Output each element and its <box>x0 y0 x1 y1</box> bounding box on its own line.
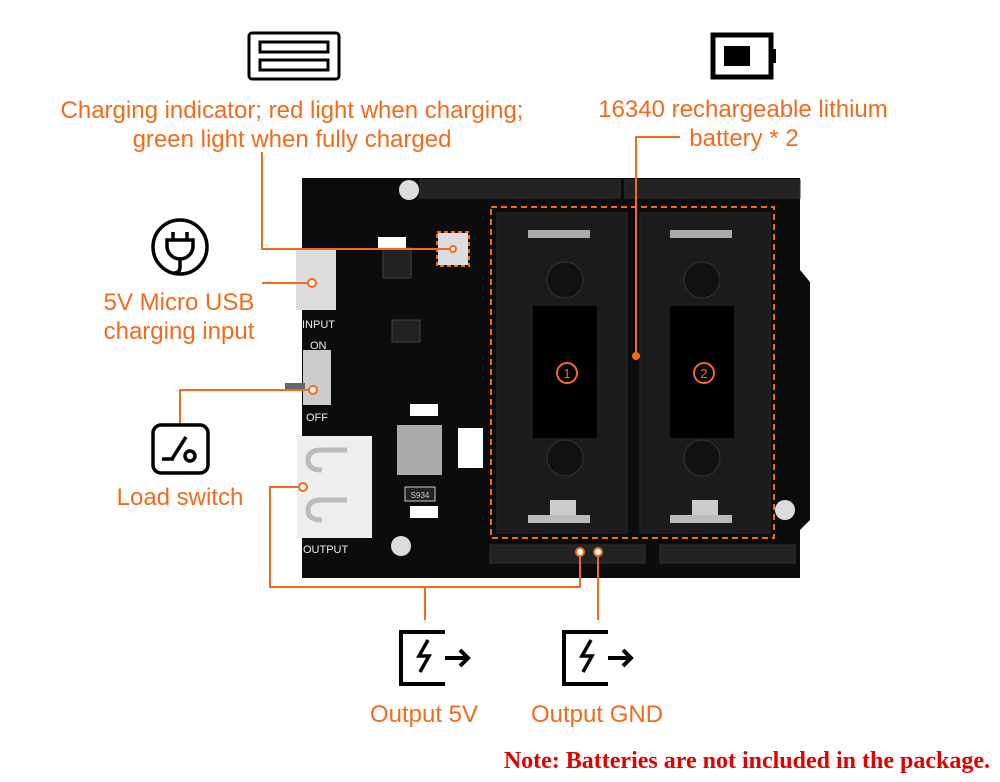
battery-label: 16340 rechargeable lithium battery * 2 <box>598 95 888 153</box>
battery-highlight-box <box>490 206 775 539</box>
charging-indicator-label: Charging indicator; red light when charg… <box>61 96 524 154</box>
battery-holder-1 <box>496 212 628 534</box>
battery-line2: battery * 2 <box>689 125 799 152</box>
silk-input: INPUT <box>302 319 335 331</box>
plug-icon <box>151 218 209 276</box>
battery-holder-2 <box>639 212 771 534</box>
silk-off: OFF <box>306 412 328 424</box>
battery-line1: 16340 rechargeable lithium <box>598 96 888 123</box>
load-switch-label: Load switch <box>116 484 244 511</box>
slot-2-number: 2 <box>700 366 707 381</box>
slot-1-number: 1 <box>563 366 570 381</box>
usb-input-line2: charging input <box>103 318 255 345</box>
usb-input-line1: 5V Micro USB <box>103 289 255 316</box>
led-strip-icon <box>247 31 341 81</box>
power-output-icon-5v <box>399 630 471 686</box>
pin-header-top <box>419 179 801 199</box>
power-output-icon-gnd <box>562 630 634 686</box>
battery-icon <box>710 32 776 80</box>
charging-indicator-line2: green light when fully charged <box>132 126 452 153</box>
switch-icon <box>151 423 210 475</box>
slide-switch <box>303 350 331 405</box>
output-5v-label: Output 5V <box>369 701 479 728</box>
output-gnd-label: Output GND <box>530 701 664 728</box>
silk-on: ON <box>310 340 327 352</box>
chip-label: S934 <box>411 491 430 500</box>
usb-input-label: 5V Micro USB charging input <box>104 288 255 346</box>
leader-lines <box>179 136 680 620</box>
silk-output: OUTPUT <box>303 544 349 556</box>
pin-header-bottom <box>489 544 796 564</box>
battery-note: Note: Batteries are not included in the … <box>503 748 990 774</box>
charging-indicator-line1: Charging indicator; red light when charg… <box>60 97 524 124</box>
